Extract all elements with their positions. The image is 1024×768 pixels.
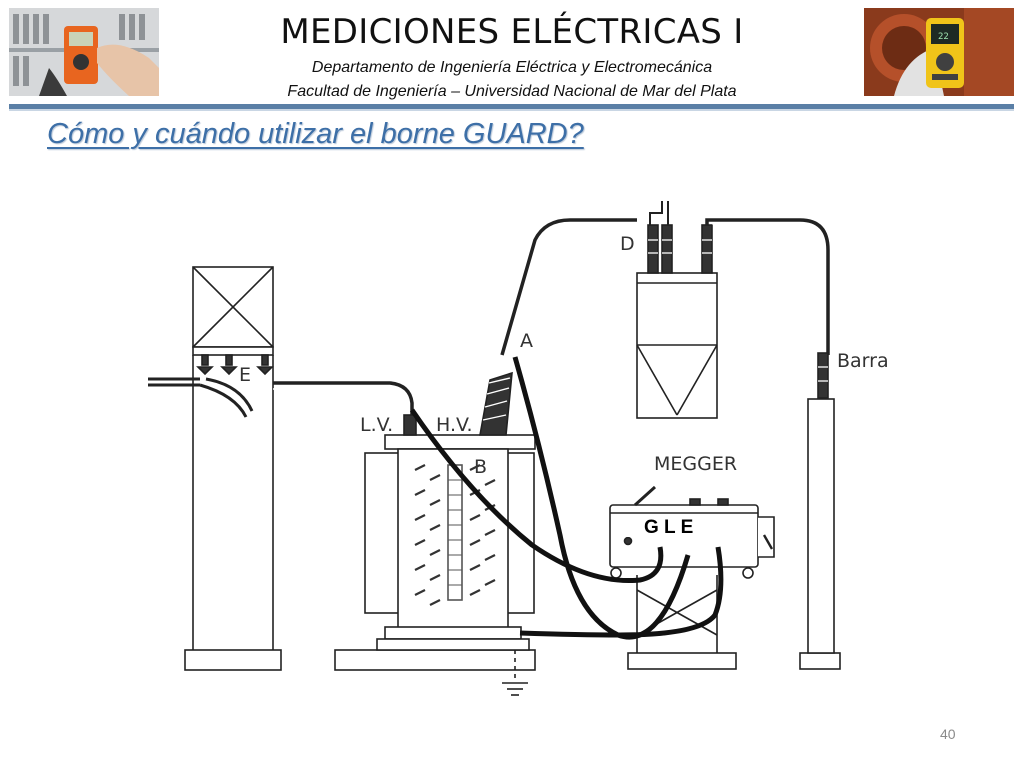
terminal-labels: G L E — [644, 517, 693, 538]
course-title: MEDICIONES ELÉCTRICAS I — [280, 12, 744, 52]
label-a: A — [520, 330, 533, 352]
page-number: 40 — [940, 726, 956, 742]
svg-text:22: 22 — [938, 32, 949, 42]
label-hv: H.V. — [436, 414, 473, 436]
label-b: B — [474, 456, 487, 478]
label-lv: L.V. — [360, 414, 393, 436]
slide-header: MEDICIONES ELÉCTRICAS I Departamento de … — [0, 0, 1024, 111]
label-e: E — [239, 364, 251, 386]
header-rule-shadow — [9, 109, 1014, 111]
department-line: Departamento de Ingeniería Eléctrica y E… — [311, 59, 713, 76]
label-d: D — [620, 233, 635, 255]
multimeter-panel-photo-icon — [9, 8, 159, 96]
slide-heading: Cómo y cuándo utilizar el borne GUARD? — [47, 118, 584, 150]
faculty-line: Facultad de Ingeniería – Universidad Nac… — [287, 83, 737, 100]
label-barra: Barra — [837, 350, 889, 372]
header-rule — [9, 104, 1014, 109]
label-megger: MEGGER — [654, 453, 737, 475]
guard-connection-diagram: G L E D A Barra E L.V. H.V. B MEGGER — [148, 201, 889, 696]
multimeter-motor-photo-icon: 22 — [864, 8, 1014, 96]
